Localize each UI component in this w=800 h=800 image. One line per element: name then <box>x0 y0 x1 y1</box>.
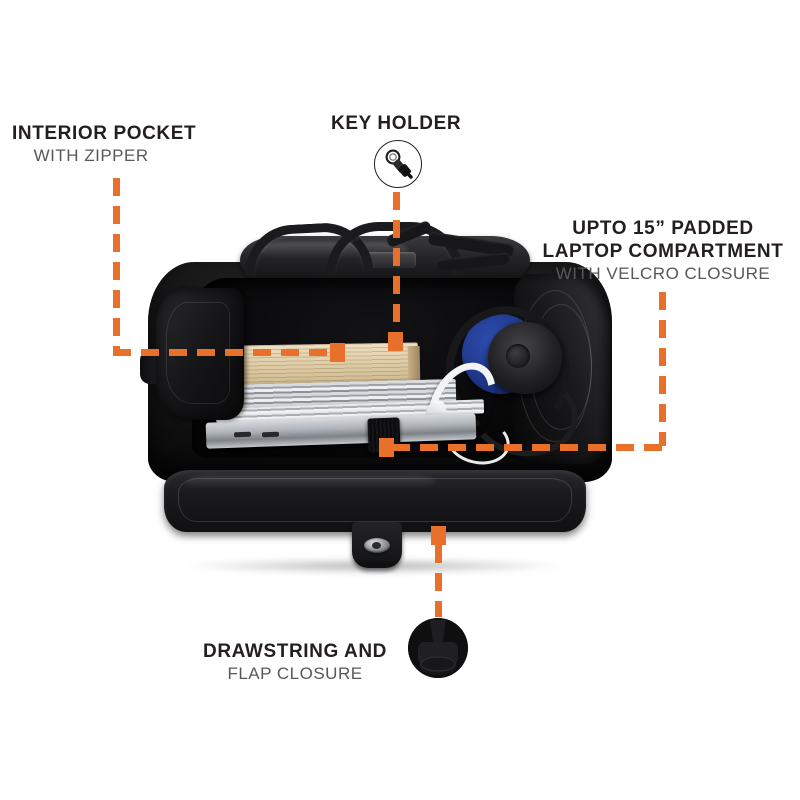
snap-button-center <box>372 542 381 549</box>
callout-laptop-compartment-title-line1: UPTO 15” PADDED <box>572 218 754 239</box>
marker-drawstring <box>431 526 446 545</box>
headphone-driver-ring <box>506 344 530 368</box>
marker-laptop-compartment <box>379 438 394 457</box>
connector-interior-pocket-vertical <box>113 178 120 350</box>
marker-key-holder <box>388 332 403 351</box>
callout-laptop-compartment-title-line2: LAPTOP COMPARTMENT <box>542 241 784 262</box>
product-drop-shadow <box>180 558 570 574</box>
callout-drawstring-flap-title: DRAWSTRING AND <box>203 641 387 662</box>
connector-interior-pocket-horizontal <box>113 349 335 356</box>
front-flap <box>164 470 586 532</box>
laptop-port-left <box>233 431 252 438</box>
marker-interior-pocket <box>330 343 345 362</box>
laptop-port-right <box>261 431 280 438</box>
flap-highlight <box>186 476 436 488</box>
connector-laptop-horizontal <box>392 444 662 451</box>
callout-interior-pocket: INTERIOR POCKET WITH ZIPPER <box>12 122 196 166</box>
callout-interior-pocket-title: INTERIOR POCKET <box>12 123 197 144</box>
drawstring-detail-inset <box>408 618 468 678</box>
connector-laptop-vertical <box>659 292 666 446</box>
callout-laptop-compartment: UPTO 15” PADDED LAPTOP COMPARTMENT WITH … <box>538 217 788 284</box>
callout-laptop-compartment-subtitle: WITH VELCRO CLOSURE <box>555 264 771 283</box>
callout-key-holder: KEY HOLDER <box>331 112 461 135</box>
callout-drawstring-flap-subtitle: FLAP CLOSURE <box>227 664 363 683</box>
connector-key-holder-vertical <box>393 192 400 338</box>
callout-drawstring-flap: DRAWSTRING AND FLAP CLOSURE <box>190 640 400 684</box>
callout-interior-pocket-subtitle: WITH ZIPPER <box>33 146 149 165</box>
key-holder-icon <box>374 140 422 188</box>
connector-drawstring-vertical <box>435 545 442 617</box>
callout-key-holder-title: KEY HOLDER <box>331 113 462 134</box>
